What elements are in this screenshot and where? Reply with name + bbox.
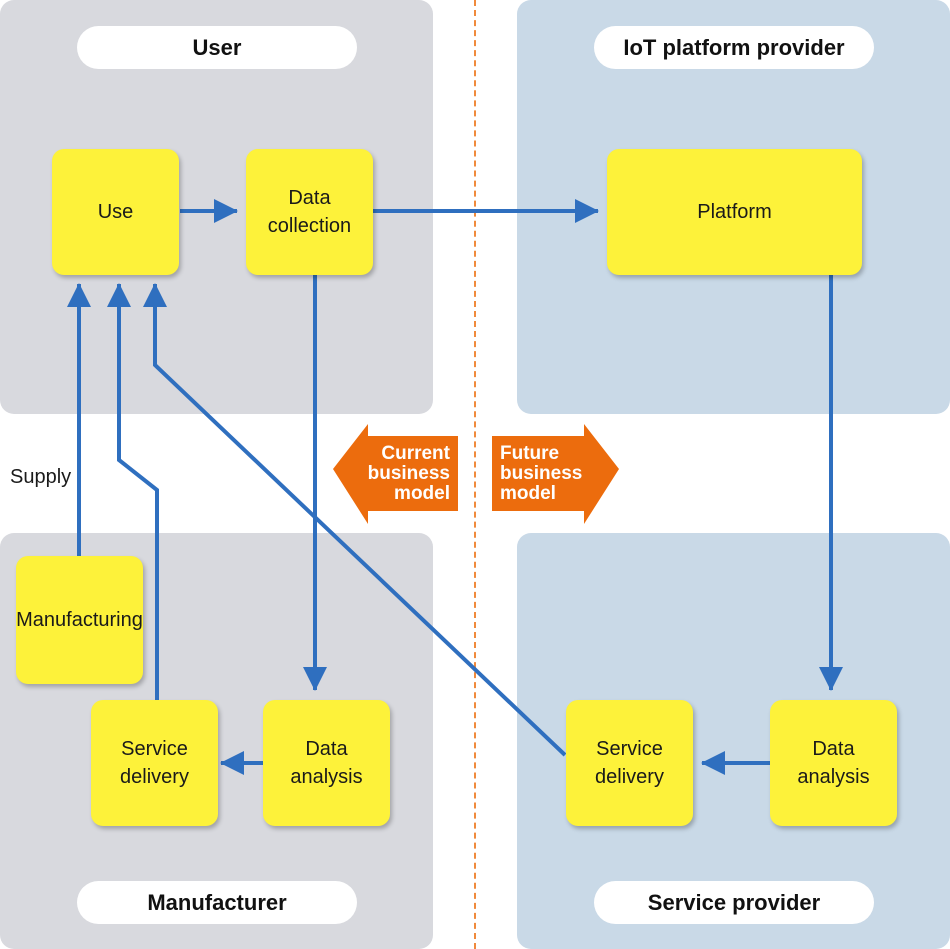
service-provider-title: Service provider [594,881,874,924]
arrow-sp-service-delivery-to-use [143,283,567,757]
current-business-model-arrow [333,424,458,524]
model-divider-line [474,0,476,949]
arrow-mfr-service-delivery-to-use [107,283,159,700]
iot-platform-provider-title: IoT platform provider [594,26,874,69]
supply-label: Supply [10,466,72,488]
mfr-service-delivery-node: Service delivery [91,700,218,826]
user-region-title: User [77,26,357,69]
manufacturer-region-title: Manufacturer [77,881,357,924]
future-business-model-label: Future business model [500,443,583,504]
current-business-model-label: Current business model [367,443,450,504]
use-node: Use [52,149,179,275]
future-business-model-arrow [492,424,619,524]
platform-node: Platform [607,149,862,275]
sp-data-analysis-node: Data analysis [770,700,897,826]
manufacturing-node: Manufacturing [16,556,143,684]
sp-service-delivery-node: Service delivery [566,700,693,826]
mfr-data-analysis-node: Data analysis [263,700,390,826]
data-collection-node: Data collection [246,149,373,275]
